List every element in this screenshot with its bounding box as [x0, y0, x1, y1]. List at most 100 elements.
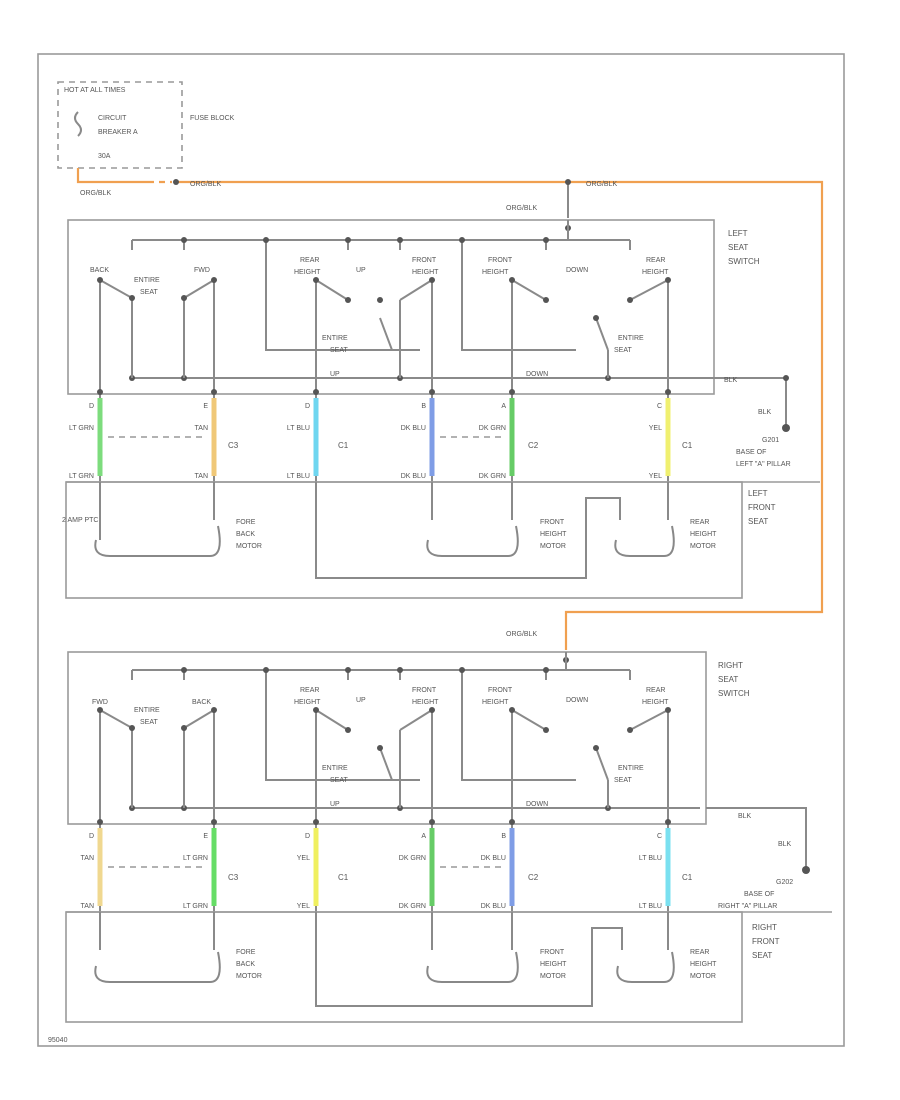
- right-c1b-label: C1: [682, 873, 693, 882]
- left-ground-desc-1: BASE OF: [736, 449, 766, 456]
- left-rhm-3: MOTOR: [690, 543, 716, 550]
- right-wire-bottom-label-1: LT GRN: [183, 903, 208, 910]
- footer-code: 95040: [48, 1037, 68, 1044]
- left-wire-terminal-5: [665, 389, 671, 395]
- left-rear-height-1: REAR: [300, 257, 319, 264]
- right-blk-1: BLK: [738, 813, 752, 820]
- left-wire-color-label-1: TAN: [195, 425, 208, 432]
- right-fore-2: BACK: [236, 961, 255, 968]
- right-wire-terminal-0: [97, 819, 103, 825]
- right-wire-bottom-label-2: YEL: [297, 903, 310, 910]
- right-wire-terminal-4: [509, 819, 515, 825]
- right-front-height-1: FRONT: [412, 687, 437, 694]
- right-wire-terminal-3: [429, 819, 435, 825]
- right-dn-rear-2: HEIGHT: [642, 699, 669, 706]
- right-rhm-3: MOTOR: [690, 973, 716, 980]
- right-dn-entire-2: SEAT: [614, 777, 632, 784]
- right-wire-pin-1: E: [203, 833, 208, 840]
- left-foreback-motor: [94, 525, 221, 557]
- right-wire-color-label-3: DK GRN: [399, 855, 426, 862]
- left-switch-title-2: SEAT: [728, 243, 748, 252]
- right-dn-entire-1: ENTIRE: [618, 765, 644, 772]
- left-wire-terminal-2: [313, 389, 319, 395]
- right-wire-color-label-0: TAN: [81, 855, 94, 862]
- right-wire-color-label-2: YEL: [297, 855, 310, 862]
- left-down-label: DOWN: [566, 267, 588, 274]
- left-dn-rear-2: HEIGHT: [642, 269, 669, 276]
- left-c3-label: C3: [228, 441, 239, 450]
- left-seat-title-2: FRONT: [748, 503, 776, 512]
- right-switch-title-3: SWITCH: [718, 689, 750, 698]
- left-wire-bottom-label-0: LT GRN: [69, 473, 94, 480]
- left-rear-height-2: HEIGHT: [294, 269, 321, 276]
- left-dn-entire-2: SEAT: [614, 347, 632, 354]
- right-wire-pin-4: B: [501, 833, 506, 840]
- left-blk-2: BLK: [758, 409, 772, 416]
- right-up-entire-1: ENTIRE: [322, 765, 348, 772]
- right-wire-bottom-label-0: TAN: [81, 903, 94, 910]
- breaker-label-1: CIRCUIT: [98, 115, 127, 122]
- left-back-label: BACK: [90, 267, 109, 274]
- left-fhm-3: MOTOR: [540, 543, 566, 550]
- left-wire-terminal-0: [97, 389, 103, 395]
- left-wire-bottom-label-3: DK BLU: [401, 473, 426, 480]
- left-blk-1: BLK: [724, 377, 738, 384]
- right-down-low-label: DOWN: [526, 801, 548, 808]
- right-c2-label: C2: [528, 873, 539, 882]
- right-wire-pin-3: A: [421, 833, 426, 840]
- outer-frame: [37, 53, 845, 1047]
- power-feed: ORG/BLK ORG/BLK ORG/BLK ORG/BLK ORG/BLK: [76, 168, 824, 650]
- right-dn-front-2: HEIGHT: [482, 699, 509, 706]
- left-front-height-2: HEIGHT: [412, 269, 439, 276]
- right-rear-height-motor: [616, 951, 675, 983]
- right-ground-desc-1: BASE OF: [744, 891, 774, 898]
- right-wire-color-label-4: DK BLU: [481, 855, 506, 862]
- left-wire-pin-3: B: [421, 403, 426, 410]
- right-rhm-1: REAR: [690, 949, 709, 956]
- left-wire-color-label-5: YEL: [649, 425, 662, 432]
- fuse-block-label: FUSE BLOCK: [190, 115, 235, 122]
- left-up-entire-2: SEAT: [330, 347, 348, 354]
- right-ground-desc-2: RIGHT "A" PILLAR: [718, 903, 777, 910]
- left-up-low-label: UP: [330, 371, 340, 378]
- right-wire-pin-2: D: [305, 833, 310, 840]
- right-rear-height-1: REAR: [300, 687, 319, 694]
- right-wire-pin-0: D: [89, 833, 94, 840]
- left-wire-pin-2: D: [305, 403, 310, 410]
- right-wire-pin-5: C: [657, 833, 662, 840]
- left-entire-seat-1: ENTIRE: [134, 277, 160, 284]
- right-fhm-1: FRONT: [540, 949, 565, 956]
- left-fhm-1: FRONT: [540, 519, 565, 526]
- right-c3-label: C3: [228, 873, 239, 882]
- left-seat-title-1: LEFT: [748, 489, 768, 498]
- left-fore-2: BACK: [236, 531, 255, 538]
- left-wire-pin-5: C: [657, 403, 662, 410]
- right-up-entire-2: SEAT: [330, 777, 348, 784]
- right-front-seat: RIGHT FRONT SEAT FORE BACK MOTOR FRONT H…: [65, 911, 832, 1023]
- left-fore-3: MOTOR: [236, 543, 262, 550]
- wire-label-4: ORG/BLK: [506, 205, 537, 212]
- left-c2-label: C2: [528, 441, 539, 450]
- left-ground-id: G201: [762, 437, 779, 444]
- left-up-entire-1: ENTIRE: [322, 335, 348, 342]
- right-fhm-3: MOTOR: [540, 973, 566, 980]
- right-c1-label: C1: [338, 873, 349, 882]
- right-up-low-label: UP: [330, 801, 340, 808]
- hot-at-all-times-label: HOT AT ALL TIMES: [64, 87, 126, 94]
- left-wire-bottom-label-5: YEL: [649, 473, 662, 480]
- right-seat-title-3: SEAT: [752, 951, 772, 960]
- left-wire-terminal-1: [211, 389, 217, 395]
- left-wire-pin-1: E: [203, 403, 208, 410]
- left-wire-color-label-4: DK GRN: [479, 425, 506, 432]
- right-entire-seat-2: SEAT: [140, 719, 158, 726]
- left-fhm-2: HEIGHT: [540, 531, 567, 538]
- right-wire-color-label-1: LT GRN: [183, 855, 208, 862]
- right-wire-terminal-5: [665, 819, 671, 825]
- left-seat-title-3: SEAT: [748, 517, 768, 526]
- right-ground-id: G202: [776, 879, 793, 886]
- left-rhm-1: REAR: [690, 519, 709, 526]
- right-seat-title-1: RIGHT: [752, 923, 777, 932]
